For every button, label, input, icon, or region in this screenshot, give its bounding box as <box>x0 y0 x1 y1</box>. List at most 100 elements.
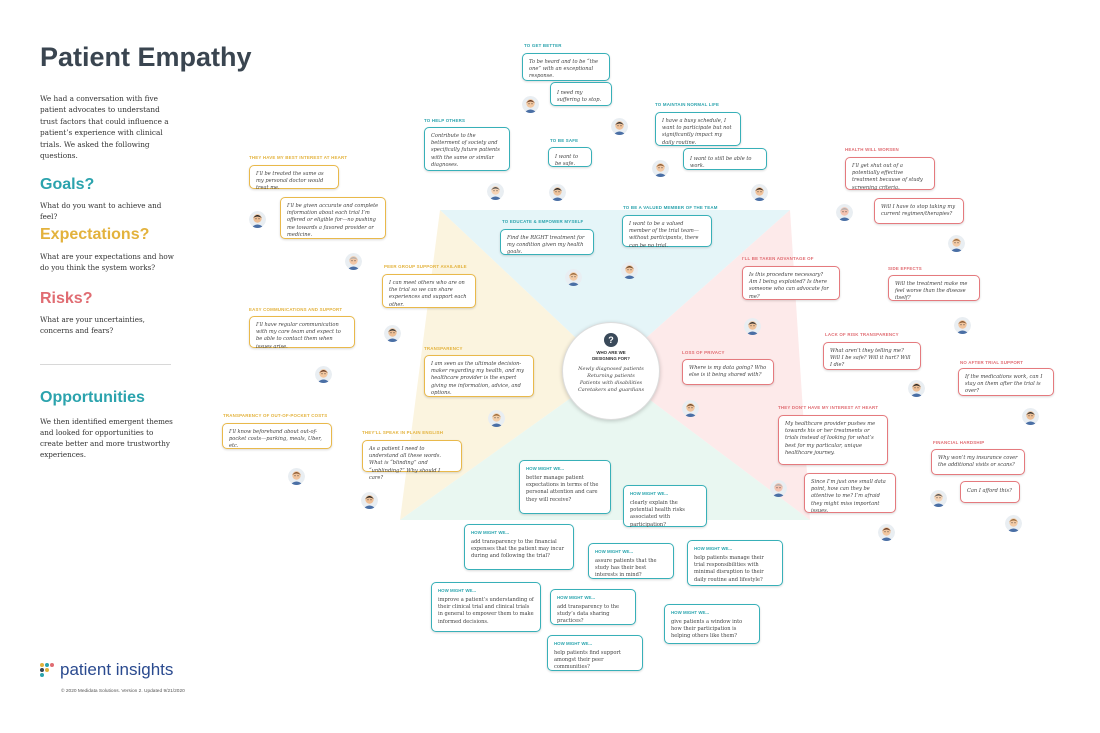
quote-bubble: I want to still be able to work. <box>683 148 767 170</box>
hmw-card: HOW MIGHT WE... help patients manage the… <box>687 540 783 586</box>
category-label: TO GET BETTER <box>524 43 562 48</box>
center-personas: ? WHO ARE WE DESIGNING FOR? Newly diagno… <box>562 322 660 420</box>
hmw-card: HOW MIGHT WE... assure patients that the… <box>588 543 674 579</box>
category-label: TRANSPARENCY OF OUT-OF-POCKET COSTS <box>223 413 328 418</box>
hmw-text: clearly explain the potential health ris… <box>630 500 685 528</box>
hmw-label: HOW MIGHT WE... <box>694 546 733 551</box>
persona-avatar-icon <box>611 118 628 135</box>
category-label: THEY DON'T HAVE MY INTEREST AT HEART <box>778 405 879 410</box>
question-icon: ? <box>604 333 618 347</box>
persona-avatar-icon <box>1022 408 1039 425</box>
category-label: TO BE A VALUED MEMBER OF THE TEAM <box>623 205 718 210</box>
category-label: EASY COMMUNICATIONS AND SUPPORT <box>249 307 343 312</box>
quote-bubble: Find the RIGHT treatment for my conditio… <box>500 229 594 255</box>
hmw-card: HOW MIGHT WE... add transparency to the … <box>464 524 574 570</box>
quote-bubble: I’ll get shut out of a potentially effec… <box>845 157 935 191</box>
hmw-text: help patients find support amongst their… <box>554 650 621 671</box>
quote-bubble: If the medications work, can I stay on t… <box>958 368 1054 396</box>
category-label: TO MAINTAIN NORMAL LIFE <box>655 102 720 107</box>
hmw-label: HOW MIGHT WE... <box>554 641 593 646</box>
persona-avatar-icon <box>836 204 853 221</box>
hmw-text: add transparency to the study’s data sha… <box>557 604 620 625</box>
persona-avatar-icon <box>770 480 787 497</box>
hmw-label: HOW MIGHT WE... <box>471 530 510 535</box>
hmw-label: HOW MIGHT WE... <box>526 466 565 471</box>
quote-bubble: My healthcare provider pushes me towards… <box>778 415 888 465</box>
hmw-text: add transparency to the financial expens… <box>471 539 565 560</box>
quote-bubble: As a patient I need to understand all th… <box>362 440 462 481</box>
persona-avatar-icon <box>751 184 768 201</box>
persona-avatar-icon <box>288 468 305 485</box>
hmw-label: HOW MIGHT WE... <box>595 549 634 554</box>
category-label: THEY'LL SPEAK IN PLAIN ENGLISH <box>362 430 444 435</box>
hmw-card: HOW MIGHT WE... better manage patient ex… <box>519 460 611 514</box>
quote-bubble: I’ll know beforehand about out-of-pocket… <box>222 423 332 449</box>
patient-insights-logo: patient insights <box>40 660 173 680</box>
expectations-heading: Expectations? <box>40 226 150 243</box>
persona-avatar-icon <box>488 410 505 427</box>
quote-bubble: I want to be a valued member of the tria… <box>622 215 712 249</box>
goals-text: What do you want to achieve and feel? <box>40 201 162 221</box>
goals-heading: Goals? <box>40 176 95 193</box>
persona-avatar-icon <box>249 211 266 228</box>
persona-avatar-icon <box>345 253 362 270</box>
quote-bubble: I need my suffering to stop. <box>550 82 612 106</box>
risks-heading: Risks? <box>40 290 93 307</box>
persona-avatar-icon <box>315 366 332 383</box>
quote-bubble: I’ll have regular communication with my … <box>249 316 355 350</box>
persona-avatar-icon <box>549 184 566 201</box>
persona-avatar-icon <box>682 400 699 417</box>
category-label: HEALTH WILL WORSEN <box>845 147 899 152</box>
persona-avatar-icon <box>908 380 925 397</box>
logo-dots-icon <box>40 663 54 677</box>
copyright: © 2020 Medidata Solutions. Version 2. Up… <box>61 689 185 694</box>
category-label: TO EDUCATE & EMPOWER MYSELF <box>502 219 584 224</box>
hmw-text: assure patients that the study has their… <box>595 558 657 579</box>
center-heading: WHO ARE WE DESIGNING FOR? <box>592 350 630 361</box>
persona-avatar-icon <box>522 96 539 113</box>
quote-bubble: Will I have to stop taking my current re… <box>874 198 964 224</box>
persona-line: Returning patients <box>587 373 635 379</box>
quote-bubble: To be heard and to be “the one” with an … <box>522 53 610 81</box>
category-label: SIDE EFFECTS <box>888 266 922 271</box>
hmw-label: HOW MIGHT WE... <box>557 595 596 600</box>
hmw-label: HOW MIGHT WE... <box>438 588 477 593</box>
persona-avatar-icon <box>930 490 947 507</box>
category-label: LACK OF RISK TRANSPARENCY <box>825 332 899 337</box>
category-label: PEER GROUP SUPPORT AVAILABLE <box>384 264 467 269</box>
persona-avatar-icon <box>565 269 582 286</box>
category-label: TO BE SAFE <box>550 138 579 143</box>
quote-bubble: What aren’t they telling me? Will I be s… <box>823 342 921 370</box>
persona-avatar-icon <box>621 262 638 279</box>
page-title: Patient Empathy <box>40 42 252 72</box>
persona-avatar-icon <box>1005 515 1022 532</box>
hmw-text: better manage patient expectations in te… <box>526 475 599 503</box>
category-label: LOSS OF PRIVACY <box>682 350 725 355</box>
quote-bubble: Contribute to the betterment of society … <box>424 127 510 171</box>
hmw-text: give patients a window into how their pa… <box>671 619 743 640</box>
logo-text: patient insights <box>60 660 174 679</box>
persona-avatar-icon <box>878 524 895 541</box>
persona-avatar-icon <box>948 235 965 252</box>
category-label: TRANSPARENCY <box>424 346 463 351</box>
quote-bubble: I want to be safe. <box>548 147 592 167</box>
hmw-card: HOW MIGHT WE... help patients find suppo… <box>547 635 643 671</box>
category-label: I'LL BE TAKEN ADVANTAGE OF <box>742 256 814 261</box>
category-label: FINANCIAL HARDSHIP <box>933 440 985 445</box>
expectations-text: What are your expectations and how do yo… <box>40 252 174 272</box>
hmw-text: improve a patient’s understanding of the… <box>438 597 534 625</box>
quote-bubble: I’ll be given accurate and complete info… <box>280 197 386 239</box>
persona-avatar-icon <box>487 183 504 200</box>
hmw-label: HOW MIGHT WE... <box>671 610 710 615</box>
quote-bubble: I have a busy schedule, I want to partic… <box>655 112 741 146</box>
quote-bubble: Can I afford this? <box>960 481 1020 503</box>
hmw-card: HOW MIGHT WE... add transparency to the … <box>550 589 636 625</box>
hmw-card: HOW MIGHT WE... clearly explain the pote… <box>623 485 707 528</box>
intro-text: We had a conversation with five patient … <box>40 94 169 161</box>
risks-text: What are your uncertainties, concerns an… <box>40 315 145 335</box>
hmw-text: help patients manage their trial respons… <box>694 555 764 583</box>
hmw-card: HOW MIGHT WE... give patients a window i… <box>664 604 760 644</box>
quote-bubble: I can meet others who are on the trial s… <box>382 274 476 308</box>
hmw-card: HOW MIGHT WE... improve a patient’s unde… <box>431 582 541 632</box>
persona-avatar-icon <box>954 317 971 334</box>
